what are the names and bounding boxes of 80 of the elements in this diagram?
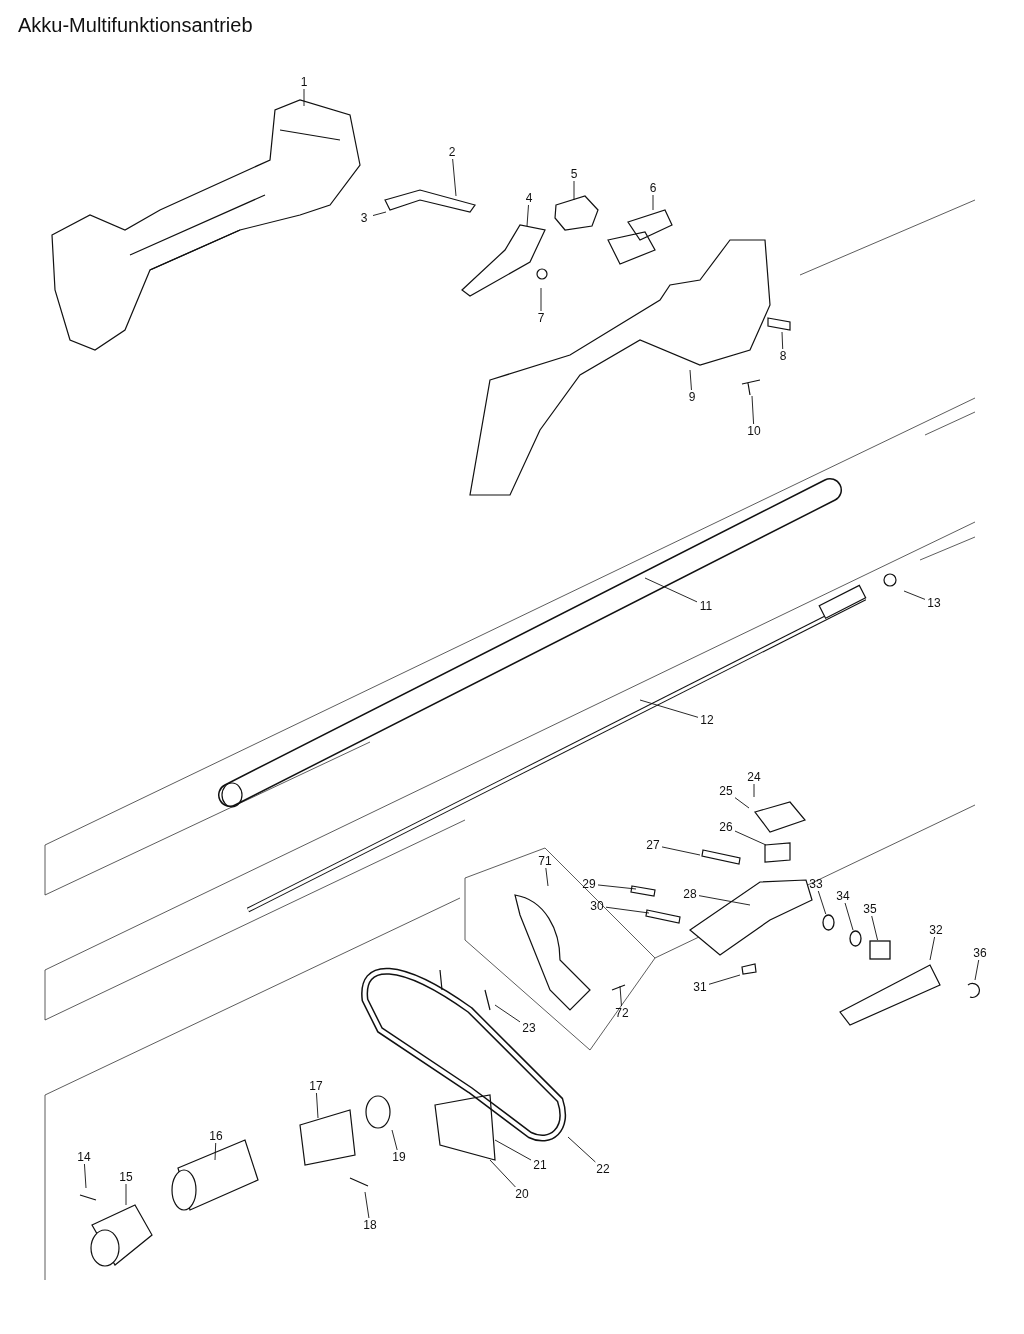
callout-number: 2	[443, 145, 461, 159]
callout-number: 11	[697, 599, 715, 613]
callout-number: 30	[588, 899, 606, 913]
leader-line	[689, 369, 692, 391]
callout-number: 36	[971, 946, 989, 960]
leader-line	[125, 1183, 127, 1206]
callout-number: 15	[117, 1170, 135, 1184]
leader-line	[751, 395, 755, 425]
page-title: Akku-Multifunktionsantrieb	[18, 14, 253, 37]
leader-line	[489, 1159, 516, 1188]
callout-number: 72	[613, 1006, 631, 1020]
leader-line	[316, 1092, 319, 1119]
leader-line	[753, 783, 755, 798]
callout-number: 8	[774, 349, 792, 363]
callout-number: 28	[681, 887, 699, 901]
callout-number: 16	[207, 1129, 225, 1143]
leader-line	[661, 846, 701, 856]
leader-line	[817, 890, 827, 915]
callout-number: 17	[307, 1079, 325, 1093]
leader-line	[698, 895, 751, 906]
callout-number: 26	[717, 820, 735, 834]
leader-line	[452, 158, 457, 197]
leader-line	[844, 902, 854, 931]
callout-number: 29	[580, 877, 598, 891]
leader-line	[734, 830, 767, 846]
leader-line	[540, 287, 542, 312]
callout-number: 19	[390, 1150, 408, 1164]
leader-line	[708, 974, 741, 985]
leader-line	[652, 194, 654, 211]
leader-line	[545, 867, 549, 887]
callout-number: 4	[520, 191, 538, 205]
callout-number: 12	[698, 713, 716, 727]
callout-number: 20	[513, 1187, 531, 1201]
callout-number: 35	[861, 902, 879, 916]
leader-line	[903, 590, 926, 600]
leader-line	[214, 1142, 217, 1161]
leader-line	[871, 915, 878, 941]
callout-number: 14	[75, 1150, 93, 1164]
sleeve-part	[869, 940, 891, 960]
leader-line	[734, 797, 750, 809]
leader-line	[644, 577, 698, 603]
callout-number: 10	[745, 424, 763, 438]
callout-number: 9	[683, 390, 701, 404]
leader-line	[929, 936, 936, 961]
ring-part	[849, 930, 862, 947]
callout-number: 32	[927, 923, 945, 937]
leader-line	[391, 1129, 398, 1151]
callout-number: 23	[520, 1021, 538, 1035]
leader-line	[567, 1136, 596, 1163]
leader-line	[303, 88, 305, 107]
callout-number: 31	[691, 980, 709, 994]
callout-number: 18	[361, 1218, 379, 1232]
leader-line	[781, 331, 784, 350]
leader-line	[619, 985, 622, 1007]
leader-line	[639, 699, 699, 718]
leader-line	[494, 1139, 532, 1161]
callout-number: 3	[355, 211, 373, 225]
leader-line	[974, 959, 980, 981]
ring-part	[822, 914, 835, 931]
leader-line	[372, 211, 387, 216]
leader-line	[573, 180, 575, 201]
callout-number: 1	[295, 75, 313, 89]
callout-number: 33	[807, 877, 825, 891]
callout-number: 21	[531, 1158, 549, 1172]
leader-line	[605, 906, 650, 914]
callout-number: 22	[594, 1162, 612, 1176]
callout-number: 6	[644, 181, 662, 195]
leader-line	[526, 204, 529, 227]
leader-line	[494, 1004, 521, 1023]
callout-number: 71	[536, 854, 554, 868]
callout-number: 5	[565, 167, 583, 181]
leader-line	[597, 884, 637, 890]
callout-number: 27	[644, 838, 662, 852]
callout-number: 7	[532, 311, 550, 325]
callout-number: 25	[717, 784, 735, 798]
callout-number: 13	[925, 596, 943, 610]
callout-number: 34	[834, 889, 852, 903]
leader-line	[84, 1163, 87, 1189]
leader-line	[364, 1191, 370, 1219]
callout-number: 24	[745, 770, 763, 784]
